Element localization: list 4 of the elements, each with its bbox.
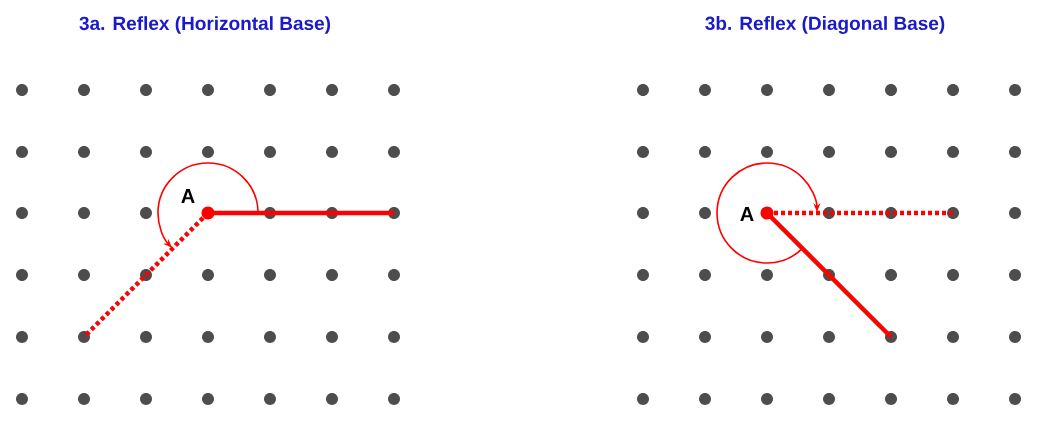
point-label: A xyxy=(181,189,195,203)
title: 3a. Reflex (Horizontal Base) xyxy=(79,16,331,34)
title: 3b. Reflex (Diagonal Base) xyxy=(705,16,945,34)
point-label: A xyxy=(740,207,754,221)
